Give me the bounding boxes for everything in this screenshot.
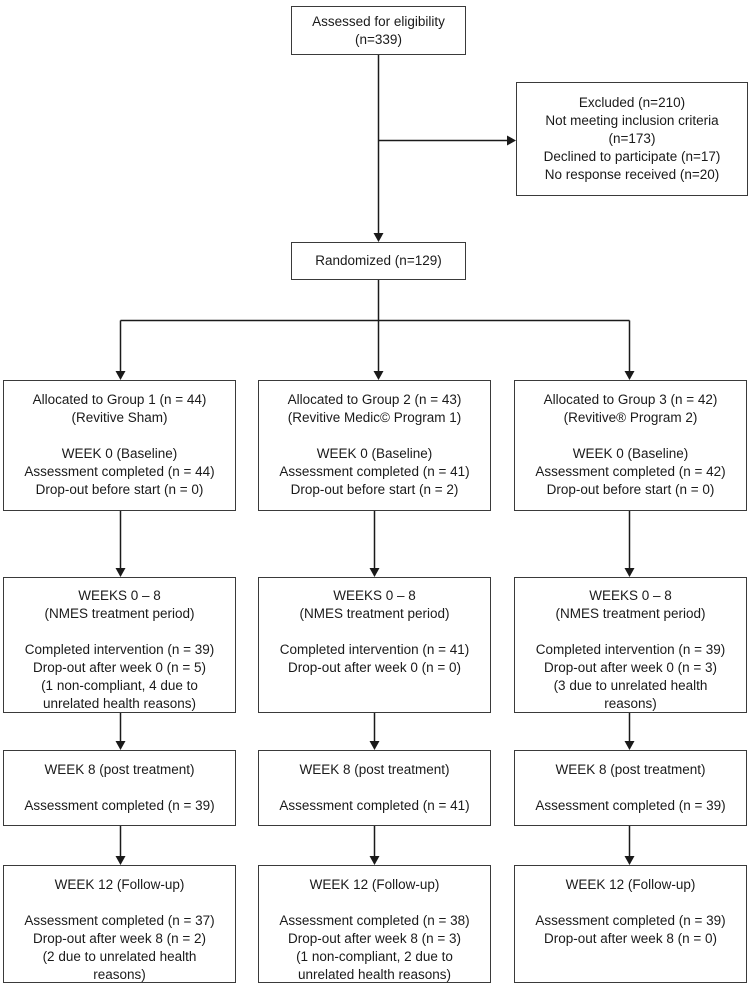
- box-group1-treatment: WEEKS 0 – 8(NMES treatment period) Compl…: [3, 577, 236, 713]
- box-group2-treatment: WEEKS 0 – 8(NMES treatment period) Compl…: [258, 577, 491, 713]
- box-excluded: Excluded (n=210)Not meeting inclusion cr…: [516, 82, 748, 196]
- box-group1-post-treatment: WEEK 8 (post treatment) Assessment compl…: [3, 750, 236, 826]
- arrows-treatment-to-post: [115, 713, 635, 750]
- box-randomized: Randomized (n=129): [291, 242, 466, 280]
- split-randomized: [115, 280, 635, 380]
- box-group2-post-treatment: WEEK 8 (post treatment) Assessment compl…: [258, 750, 491, 826]
- box-group3-treatment: WEEKS 0 – 8(NMES treatment period) Compl…: [514, 577, 747, 713]
- box-group2-allocation: Allocated to Group 2 (n = 43)(Revitive M…: [258, 380, 491, 511]
- box-group1-allocation: Allocated to Group 1 (n = 44)(Revitive S…: [3, 380, 236, 511]
- box-group1-follow-up: WEEK 12 (Follow-up) Assessment completed…: [3, 865, 236, 983]
- box-group3-allocation: Allocated to Group 3 (n = 42)(Revitive® …: [514, 380, 747, 511]
- arrow-to-excluded: [378, 135, 516, 146]
- arrow-assessed-to-randomized: [373, 55, 384, 242]
- box-group3-post-treatment: WEEK 8 (post treatment) Assessment compl…: [514, 750, 747, 826]
- box-group2-follow-up: WEEK 12 (Follow-up) Assessment completed…: [258, 865, 491, 983]
- arrows-allocation-to-treatment: [115, 511, 635, 577]
- arrows-post-to-followup: [115, 826, 635, 865]
- box-assessed-eligibility: Assessed for eligibility(n=339): [291, 6, 466, 55]
- box-group3-follow-up: WEEK 12 (Follow-up) Assessment completed…: [514, 865, 747, 983]
